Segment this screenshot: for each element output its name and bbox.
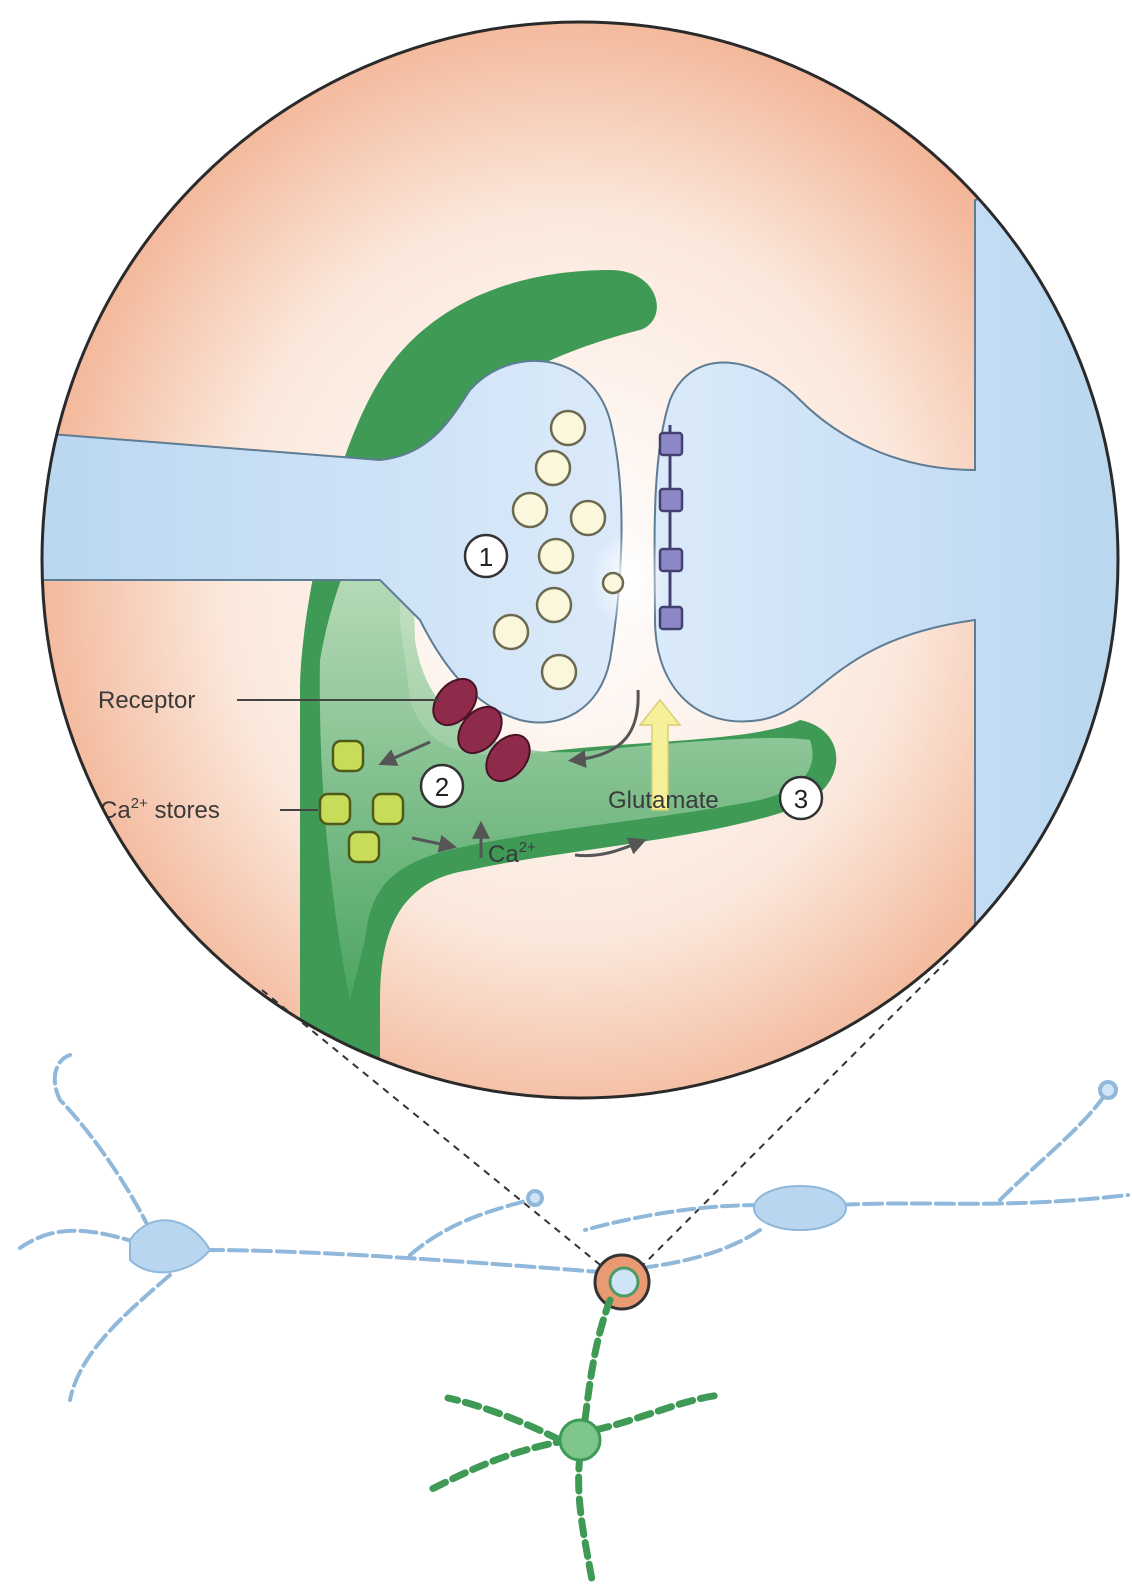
- ca-store: [373, 794, 403, 824]
- step-badge-3: 3: [780, 777, 822, 819]
- neuron-right-soma: [754, 1186, 846, 1230]
- vesicle: [571, 501, 605, 535]
- synapse-focus-core: [610, 1268, 638, 1296]
- receptor-label: Receptor: [98, 687, 195, 714]
- svg-text:3: 3: [794, 784, 808, 814]
- vesicle: [494, 615, 528, 649]
- postsynaptic-receptor: [660, 433, 682, 455]
- fusing-vesicle: [603, 573, 623, 593]
- postsynaptic-receptor: [660, 549, 682, 571]
- neuron-left-soma: [130, 1220, 210, 1272]
- postsynaptic-receptor: [660, 489, 682, 511]
- vesicle: [539, 539, 573, 573]
- svg-text:1: 1: [479, 542, 493, 572]
- neuron-right: [585, 1082, 1128, 1268]
- astrocyte-soma: [560, 1420, 600, 1460]
- vesicle: [536, 451, 570, 485]
- vesicle: [551, 411, 585, 445]
- ca-store: [320, 794, 350, 824]
- vesicle: [537, 588, 571, 622]
- ca-stores-label: Ca2+ stores: [100, 795, 220, 824]
- postsynaptic-receptor: [660, 607, 682, 629]
- ca-store: [333, 741, 363, 771]
- step-badge-1: 1: [465, 535, 507, 577]
- neuron-left: [20, 1055, 600, 1400]
- ca-store: [349, 832, 379, 862]
- vesicle: [513, 493, 547, 527]
- svg-text:2: 2: [435, 772, 449, 802]
- step-badge-2: 2: [421, 765, 463, 807]
- glutamate-label: Glutamate: [608, 787, 719, 814]
- fusion-glow: [590, 530, 670, 630]
- vesicle: [542, 655, 576, 689]
